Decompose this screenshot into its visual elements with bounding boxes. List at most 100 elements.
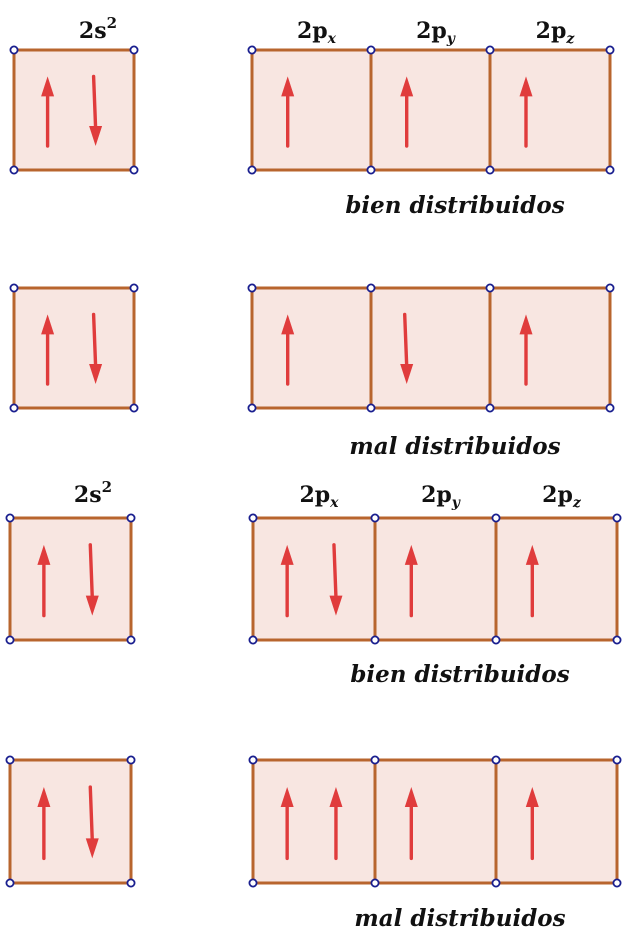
distribution-caption: bien distribuidos (350, 661, 569, 688)
orbital-label: 2pz (536, 18, 576, 47)
orbital-label-base: 2p (421, 482, 452, 508)
spin-up-arrow-icon (400, 76, 414, 148)
vertex-dot (370, 878, 380, 888)
vertex-dot (366, 165, 376, 175)
orbital-label-base: 2s (79, 18, 107, 44)
s-orbital-box (8, 516, 133, 642)
orbital-label: 2px (297, 18, 337, 47)
vertex-dot (612, 878, 622, 888)
orbital-label-base: 2p (299, 482, 330, 508)
vertex-dot (248, 878, 258, 888)
spin-up-arrow-icon (525, 544, 539, 618)
vertex-dot (491, 878, 501, 888)
vertex-dot (370, 755, 380, 765)
p-orbital-box (250, 48, 373, 172)
spin-down-arrow-icon (89, 312, 103, 384)
vertex-dot (5, 878, 15, 888)
vertex-dot (126, 755, 136, 765)
vertex-dot (485, 403, 495, 413)
vertex-dot (126, 878, 136, 888)
vertex-dot (5, 755, 15, 765)
orbital-label-subscript: x (327, 31, 337, 47)
p-orbital-box (250, 286, 373, 410)
p-orbital-box (369, 48, 492, 172)
vertex-dot (370, 513, 380, 523)
orbital-diagram-4: mal distribuidos (5, 755, 622, 932)
s-orbital-box (12, 48, 136, 172)
p-orbital-box (373, 516, 498, 642)
vertex-dot (9, 403, 19, 413)
vertex-dot (491, 635, 501, 645)
vertex-dot (248, 755, 258, 765)
orbital-label: 2px (299, 482, 339, 511)
vertex-dot (370, 635, 380, 645)
p-orbital-box (488, 286, 612, 410)
vertex-dot (491, 755, 501, 765)
spin-down-arrow-icon (400, 312, 414, 384)
vertex-dot (9, 165, 19, 175)
distribution-caption: mal distribuidos (349, 433, 560, 460)
spin-down-arrow-icon (89, 74, 103, 146)
vertex-dot (605, 283, 615, 293)
spin-down-arrow-icon (329, 543, 343, 616)
spin-down-arrow-icon (85, 785, 99, 859)
orbital-label-base: 2p (297, 18, 328, 44)
orbital-label: 2s2 (74, 478, 112, 508)
orbital-label-superscript: 2 (102, 478, 112, 496)
spin-up-arrow-icon (280, 544, 294, 618)
vertex-dot (9, 45, 19, 55)
vertex-dot (366, 45, 376, 55)
p-orbital-box (494, 758, 619, 885)
vertex-dot (126, 635, 136, 645)
orbital-label-subscript: y (451, 495, 461, 511)
vertex-dot (126, 513, 136, 523)
orbital-diagram-2: mal distribuidos (9, 283, 615, 460)
p-orbital-box (251, 758, 377, 885)
orbital-label-subscript: y (446, 31, 456, 47)
vertex-dot (129, 45, 139, 55)
spin-down-arrow-icon (85, 543, 99, 616)
vertex-dot (366, 283, 376, 293)
vertex-dot (129, 165, 139, 175)
p-orbital-box (251, 516, 377, 642)
vertex-dot (605, 45, 615, 55)
vertex-dot (485, 165, 495, 175)
vertex-dot (605, 403, 615, 413)
spin-up-arrow-icon (525, 787, 539, 861)
p-orbital-box (369, 286, 492, 410)
vertex-dot (247, 45, 257, 55)
vertex-dot (248, 513, 258, 523)
spin-up-arrow-icon (37, 787, 51, 861)
p-orbital-box (494, 516, 619, 642)
orbital-label-base: 2p (536, 18, 567, 44)
vertex-dot (248, 635, 258, 645)
distribution-caption: bien distribuidos (345, 192, 564, 219)
vertex-dot (612, 635, 622, 645)
vertex-dot (5, 635, 15, 645)
spin-up-arrow-icon (41, 314, 55, 386)
orbital-label: 2s2 (79, 14, 117, 44)
orbital-label-subscript: z (572, 495, 582, 511)
vertex-dot (366, 403, 376, 413)
orbital-label-superscript: 2 (107, 14, 117, 32)
p-orbital-box (373, 758, 498, 885)
vertex-dot (485, 45, 495, 55)
vertex-dot (247, 165, 257, 175)
vertex-dot (485, 283, 495, 293)
spin-up-arrow-icon (280, 787, 294, 861)
s-orbital-box (12, 286, 136, 410)
vertex-dot (9, 283, 19, 293)
orbital-label: 2py (416, 18, 456, 47)
vertex-dot (129, 403, 139, 413)
spin-up-arrow-icon (329, 787, 343, 861)
orbital-label-subscript: x (329, 495, 339, 511)
spin-up-arrow-icon (404, 544, 418, 618)
vertex-dot (247, 403, 257, 413)
spin-up-arrow-icon (37, 544, 51, 618)
orbital-label-base: 2p (416, 18, 447, 44)
spin-up-arrow-icon (41, 76, 55, 148)
vertex-dot (247, 283, 257, 293)
vertex-dot (491, 513, 501, 523)
